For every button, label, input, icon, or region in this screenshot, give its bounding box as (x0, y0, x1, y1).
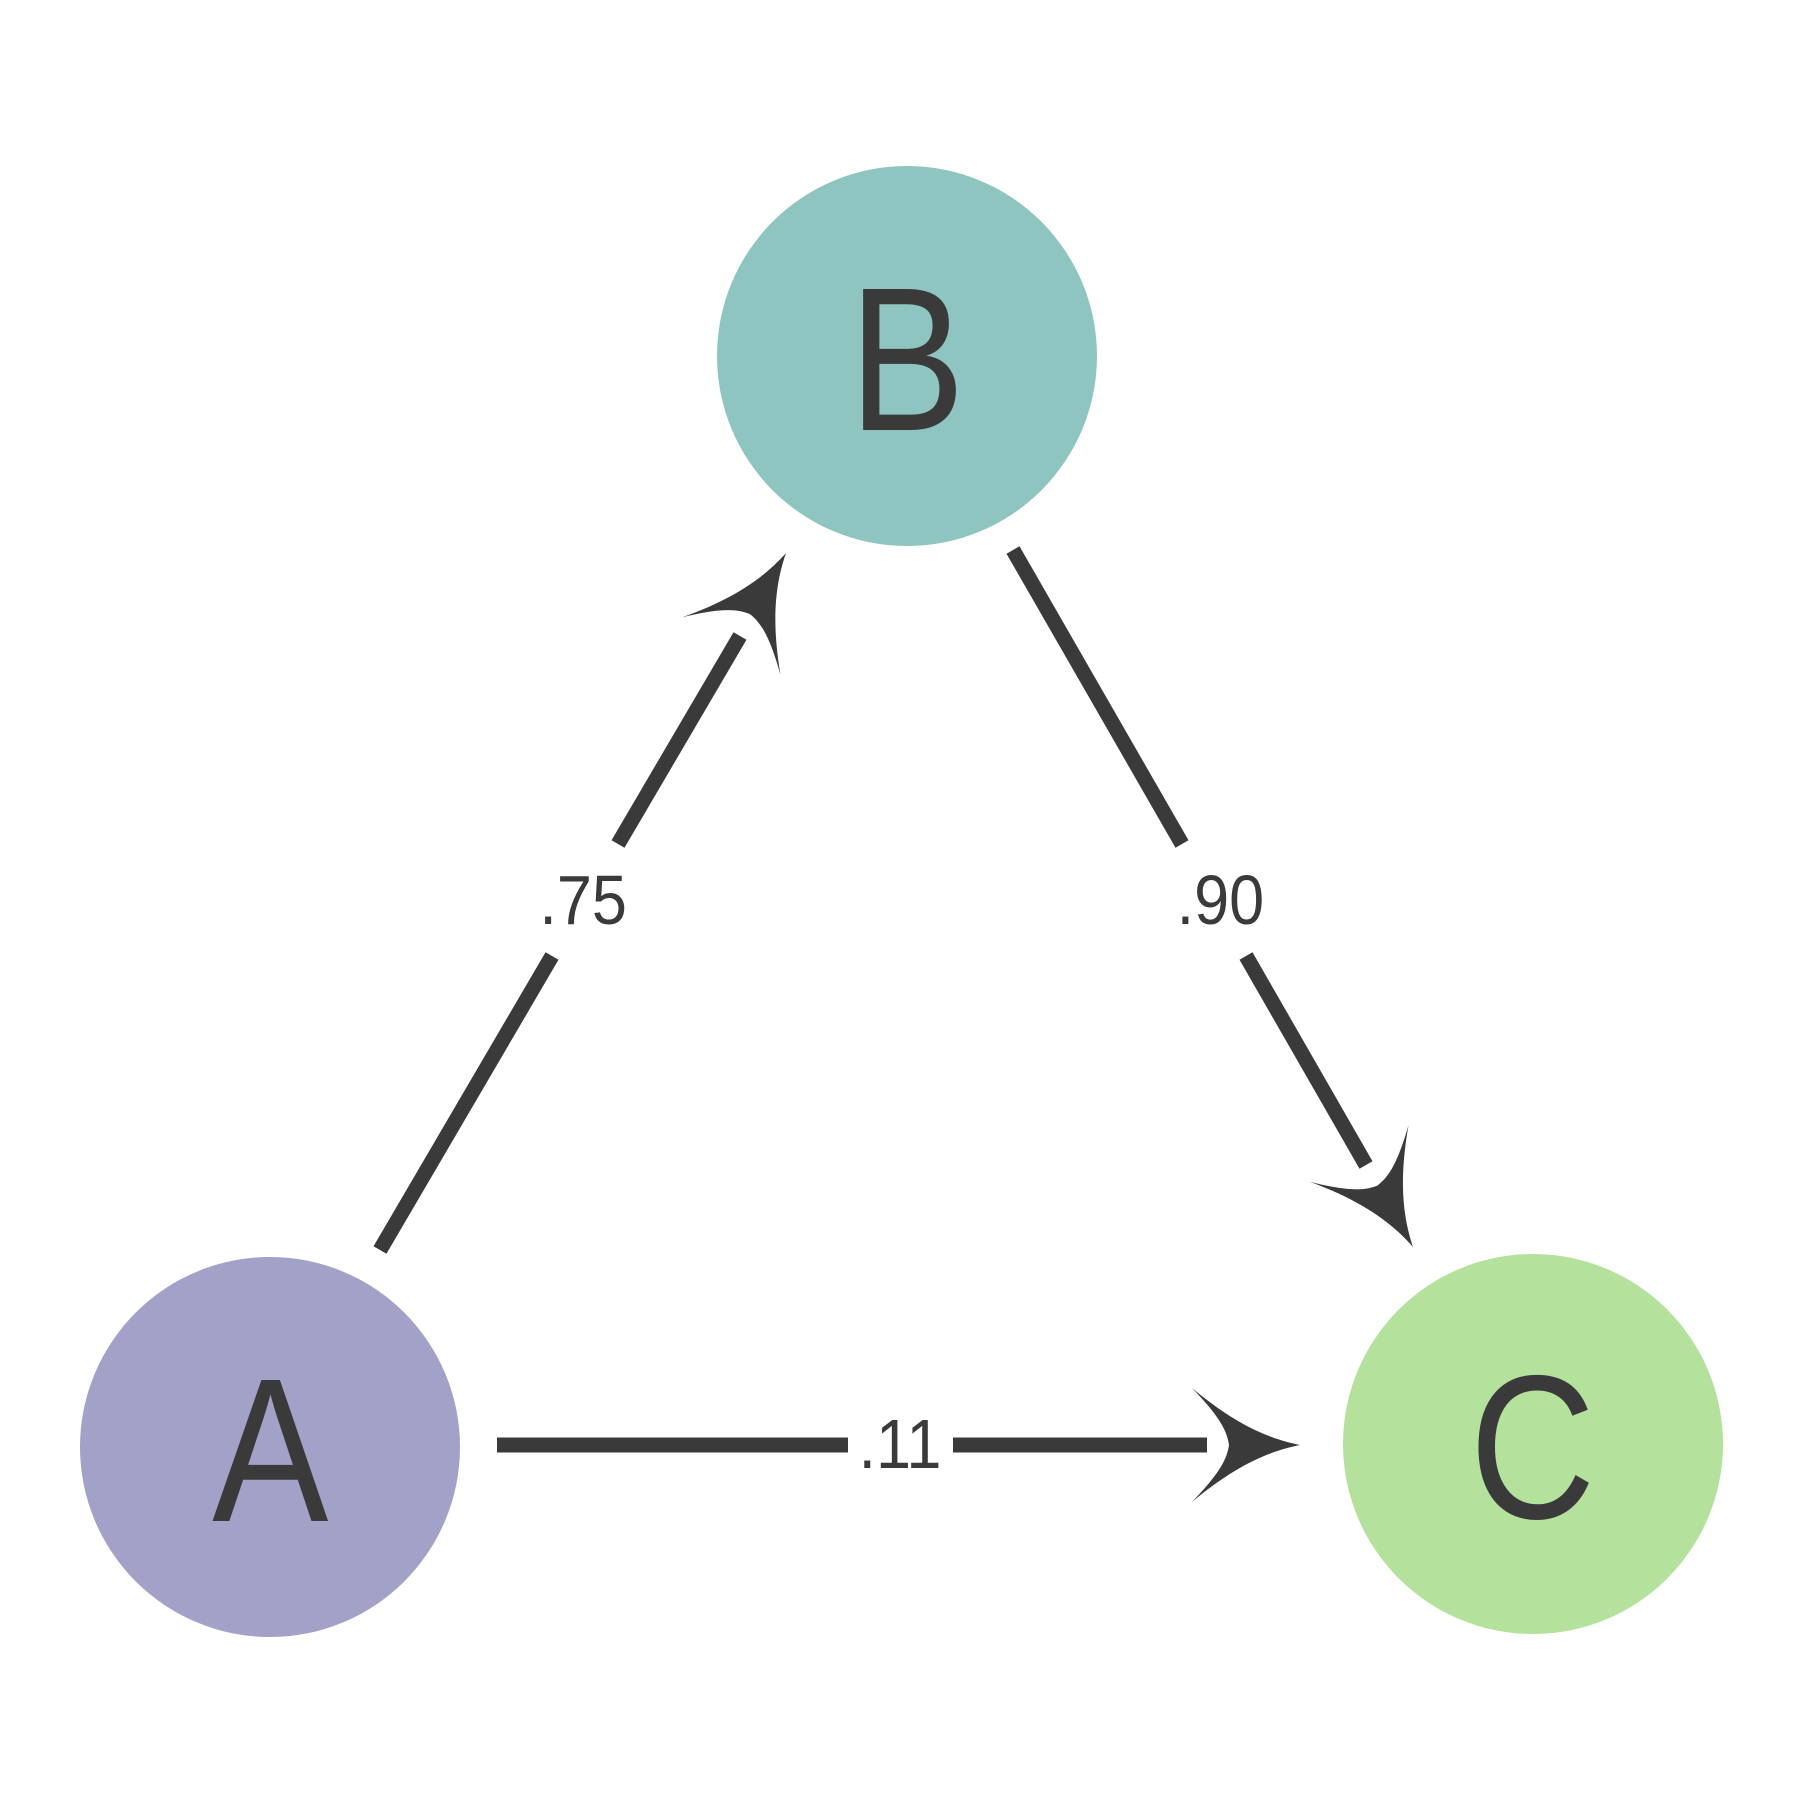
node-a-label: A (212, 1337, 328, 1565)
node-b-circle (717, 166, 1097, 546)
edge-a-c-arrowhead-icon (1192, 1388, 1300, 1502)
edge-a-b-segment-lower (373, 952, 559, 1254)
node-b: B (717, 166, 1097, 546)
node-a: A (80, 1257, 460, 1637)
edge-b-c-weight-label: .90 (1177, 862, 1265, 940)
edge-a-b-arrowhead-icon (682, 553, 786, 675)
node-c-label: C (1470, 1334, 1596, 1562)
node-b-label: B (849, 246, 965, 474)
edge-b-c-arrowhead-icon (1309, 1124, 1413, 1247)
edge-a-b-weight-label: .75 (539, 862, 627, 940)
node-c: C (1343, 1254, 1723, 1634)
edge-a-to-b: .75 (373, 553, 786, 1254)
edge-b-to-c: .90 (1006, 546, 1413, 1247)
edge-a-b-segment-upper (611, 632, 747, 848)
edge-b-c-segment-upper (1006, 546, 1189, 848)
edge-b-c-segment-lower (1239, 952, 1373, 1169)
edge-a-to-c: .11 (497, 1388, 1300, 1502)
node-c-circle (1343, 1254, 1723, 1634)
node-a-circle (80, 1257, 460, 1637)
edge-a-c-weight-label: .11 (859, 1406, 942, 1484)
